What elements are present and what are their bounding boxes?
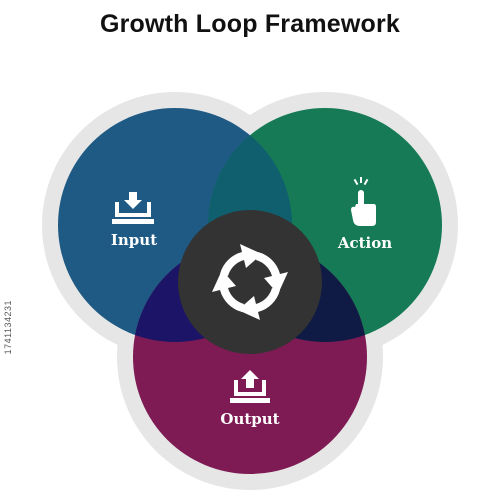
upload-tray-icon xyxy=(230,370,270,403)
action-label: Action xyxy=(337,234,392,252)
stock-id-watermark: 1741134231 xyxy=(3,300,13,355)
download-tray-icon xyxy=(112,192,154,224)
center-disc xyxy=(178,210,322,354)
output-label: Output xyxy=(220,410,279,428)
tap-hand-icon xyxy=(351,177,376,226)
input-label: Input xyxy=(111,231,157,249)
page-title: Growth Loop Framework xyxy=(99,10,401,38)
cycle-arrows-icon xyxy=(212,244,288,320)
